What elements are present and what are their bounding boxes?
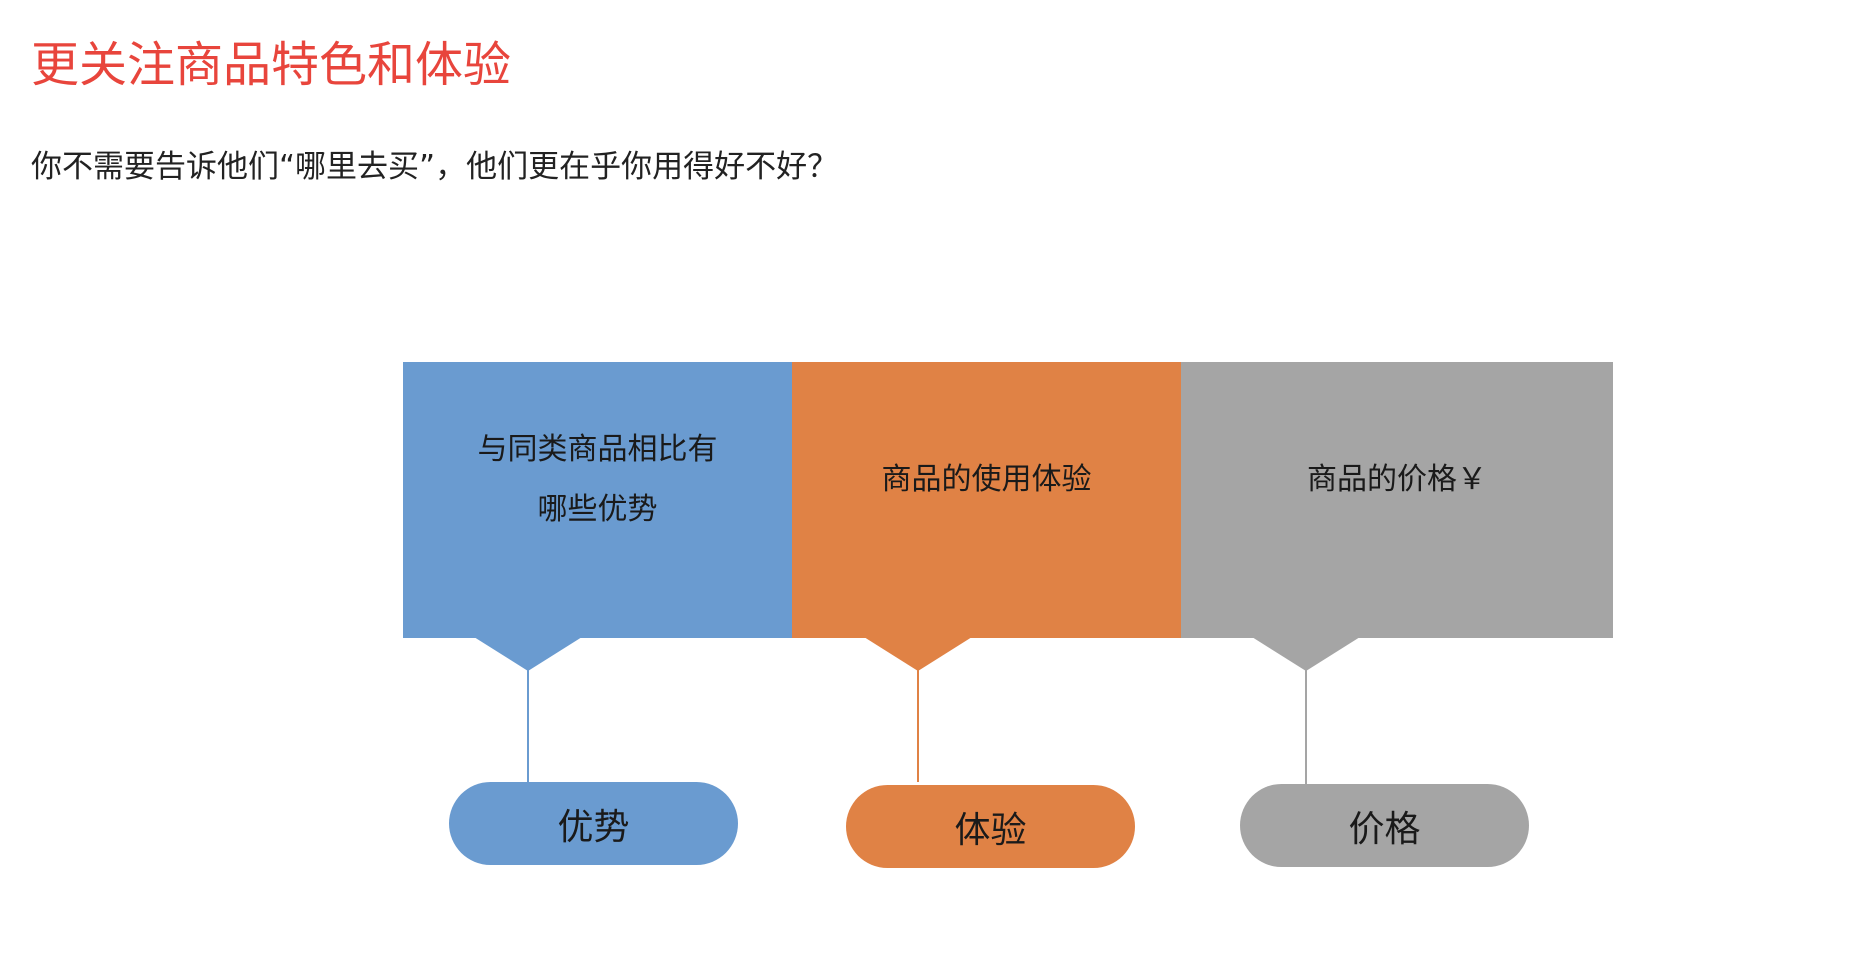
price-box-line1: 商品的价格￥ (1307, 462, 1487, 497)
advantage-pill: 优势 (449, 782, 738, 865)
experience-pointer (864, 637, 972, 671)
price-pill: 价格 (1240, 784, 1529, 867)
advantage-box: 与同类商品相比有 哪些优势 (403, 362, 792, 638)
price-pointer (1252, 637, 1360, 671)
advantage-pointer (474, 637, 582, 671)
price-pill-label: 价格 (1348, 808, 1421, 850)
advantage-connector-line (527, 670, 529, 783)
page-title: 更关注商品特色和体验 (31, 37, 512, 93)
advantage-pill-label: 优势 (557, 806, 630, 848)
experience-pill-label: 体验 (954, 809, 1027, 851)
experience-box: 商品的使用体验 (792, 362, 1181, 638)
page-subtitle: 你不需要告诉他们“哪里去买”，他们更在乎你用得好不好？ (31, 149, 839, 185)
price-box: 商品的价格￥ (1181, 362, 1613, 638)
price-connector-line (1305, 670, 1307, 784)
advantage-box-line2: 哪些优势 (537, 492, 658, 527)
advantage-box-line1: 与同类商品相比有 (477, 432, 718, 467)
experience-box-line1: 商品的使用体验 (881, 462, 1092, 497)
experience-pill: 体验 (846, 785, 1135, 868)
experience-connector-line (917, 670, 919, 782)
